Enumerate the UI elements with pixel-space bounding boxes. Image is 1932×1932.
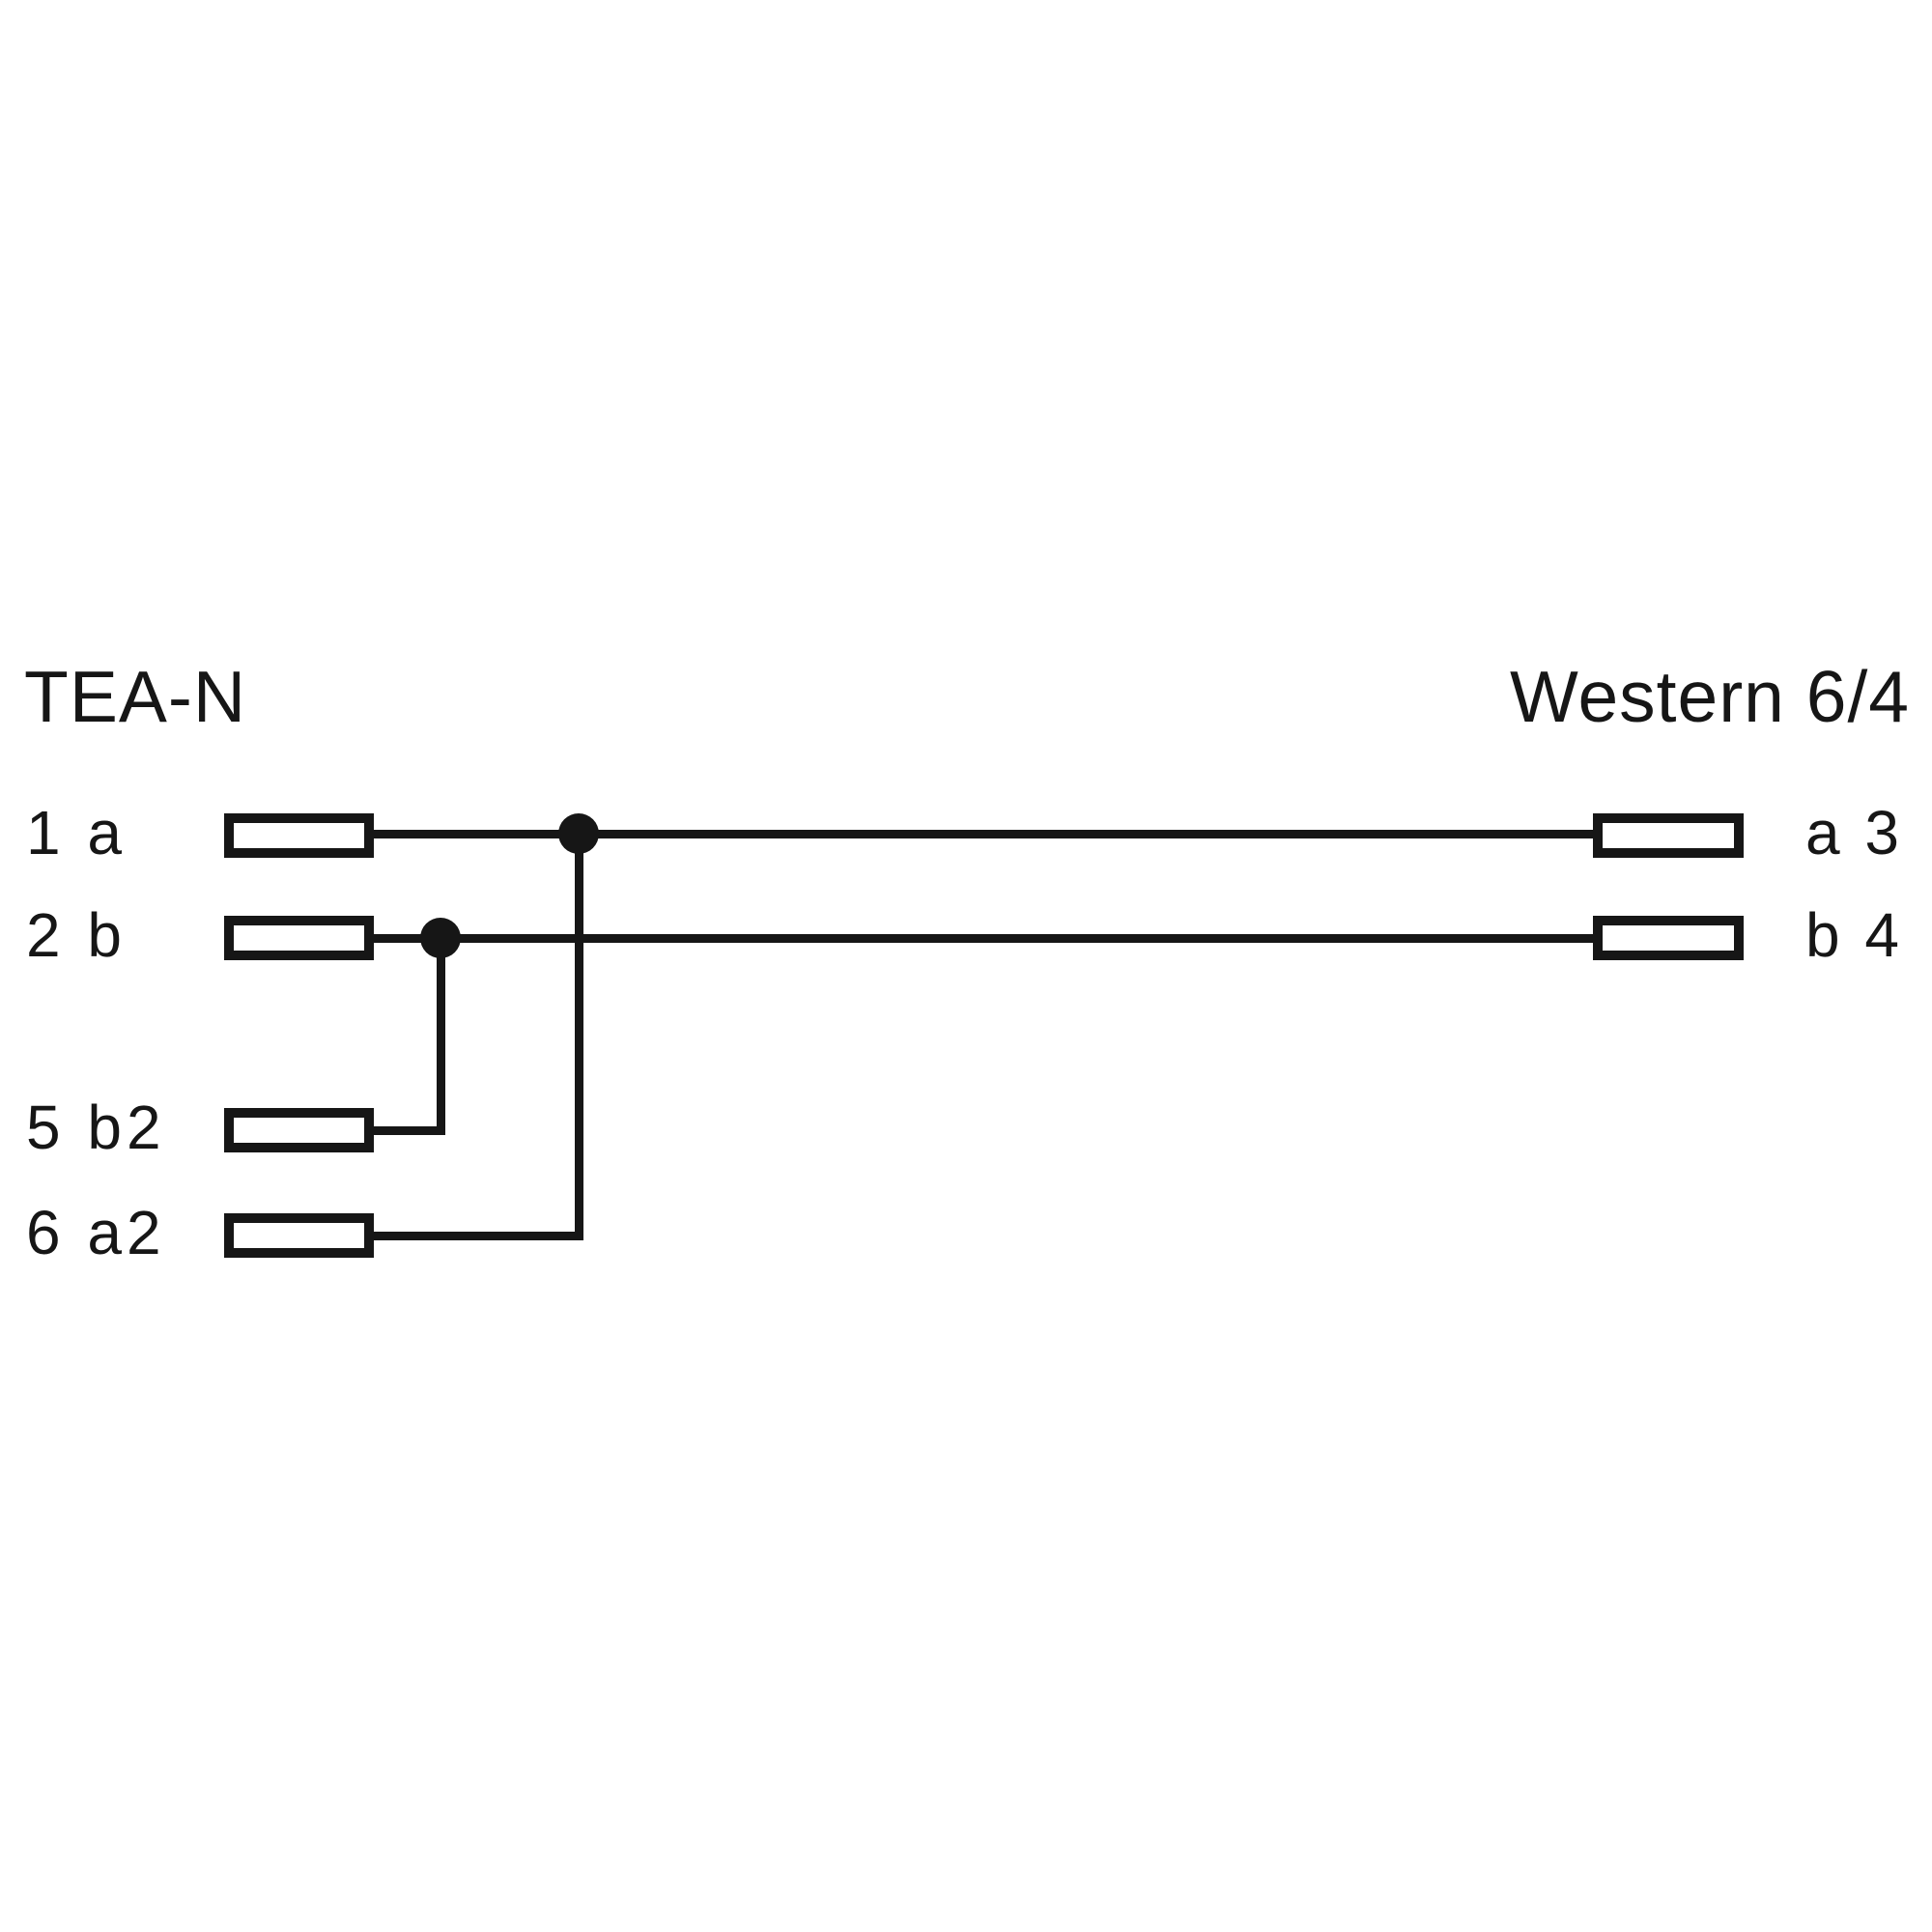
pin-label-1a: 1 a xyxy=(26,798,127,867)
pin-label-b4: b 4 xyxy=(1805,900,1903,970)
wire-5b2-stub xyxy=(374,1126,445,1135)
pin-box-b4 xyxy=(1593,916,1744,960)
wire-1a-to-a3 xyxy=(374,830,1593,838)
wire-vertical-2b-to-5b2 xyxy=(437,934,445,1135)
wire-vertical-1a-to-6a2 xyxy=(575,830,583,1240)
pin-box-1a xyxy=(224,813,374,858)
pin-box-5b2 xyxy=(224,1108,374,1152)
pin-label-a3: a 3 xyxy=(1805,798,1903,867)
wire-2b-to-b4 xyxy=(374,934,1593,943)
pin-label-5b2: 5 b2 xyxy=(26,1093,166,1162)
pin-label-2b: 2 b xyxy=(26,900,127,970)
pin-label-6a2: 6 a2 xyxy=(26,1198,166,1267)
junction-dot-wire-1a xyxy=(558,813,599,854)
pin-box-a3 xyxy=(1593,813,1744,858)
pin-box-2b xyxy=(224,916,374,960)
wire-6a2-stub xyxy=(374,1232,583,1240)
right-connector-title: Western 6/4 xyxy=(1510,656,1910,737)
left-connector-title: TEA-N xyxy=(24,656,246,737)
pin-box-6a2 xyxy=(224,1213,374,1258)
junction-dot-wire-2b xyxy=(420,918,461,958)
